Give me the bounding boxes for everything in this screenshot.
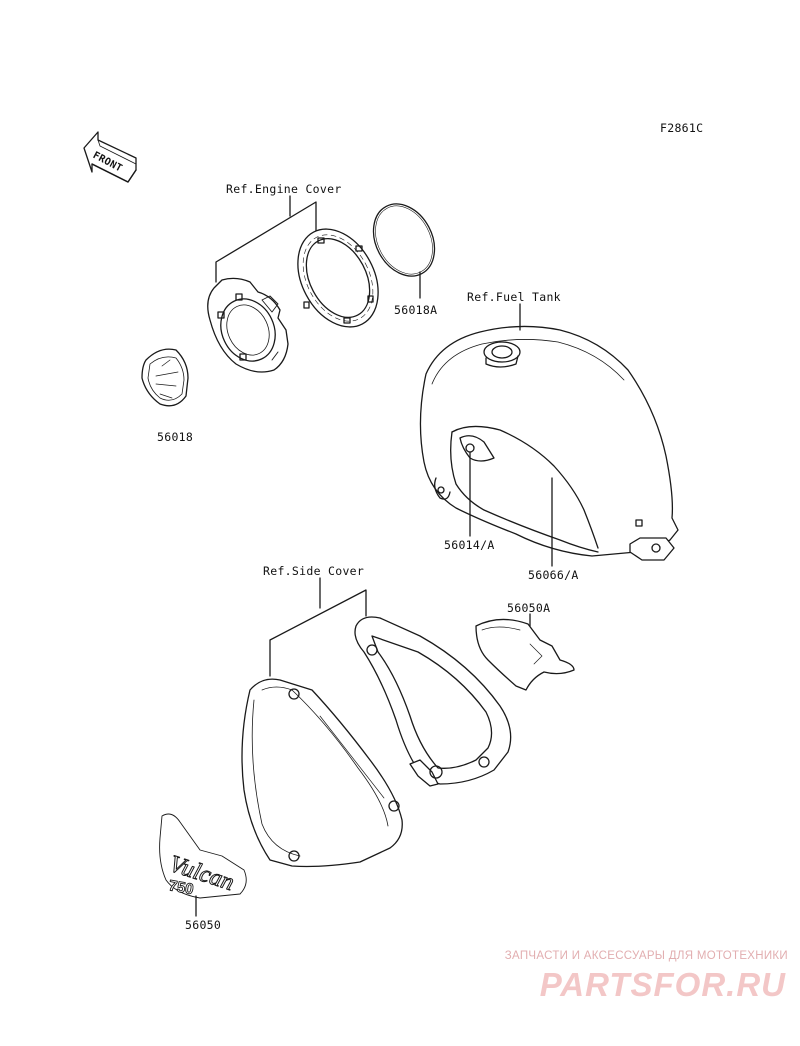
engine-cover-gasket bbox=[297, 228, 379, 328]
engine-cover-leader bbox=[215, 195, 317, 283]
label-56014a: 56014/A bbox=[444, 538, 495, 552]
label-56018a: 56018A bbox=[394, 303, 438, 317]
emblem-56018 bbox=[141, 348, 189, 407]
label-ref-side-cover: Ref.Side Cover bbox=[263, 564, 365, 578]
o-ring-56018a bbox=[372, 203, 436, 299]
label-56050: 56050 bbox=[185, 918, 222, 932]
figure-code: F2861C bbox=[660, 121, 704, 135]
emblem-number: 750 bbox=[167, 877, 195, 898]
label-ref-engine-cover: Ref.Engine Cover bbox=[226, 182, 342, 196]
label-56050a: 56050A bbox=[507, 601, 551, 615]
engine-cover bbox=[207, 277, 289, 373]
side-cover-leader bbox=[269, 577, 367, 677]
watermark-tagline: ЗАПЧАСТИ И АКСЕССУАРЫ ДЛЯ МОТОТЕХНИКИ bbox=[504, 950, 788, 962]
label-56018: 56018 bbox=[157, 430, 194, 444]
side-cover-frame bbox=[354, 616, 512, 787]
label-ref-fuel-tank: Ref.Fuel Tank bbox=[467, 290, 561, 304]
side-cover bbox=[241, 678, 403, 868]
fuel-tank-leaders bbox=[469, 303, 553, 567]
vulcan-emblem: Vulcan 750 bbox=[159, 813, 247, 917]
emblem-56050a bbox=[475, 613, 575, 691]
label-56066a: 56066/A bbox=[528, 568, 579, 582]
fuel-tank bbox=[419, 325, 679, 561]
watermark-brand: PARTSFOR.RU bbox=[539, 966, 786, 1003]
front-arrow-icon bbox=[83, 131, 137, 183]
